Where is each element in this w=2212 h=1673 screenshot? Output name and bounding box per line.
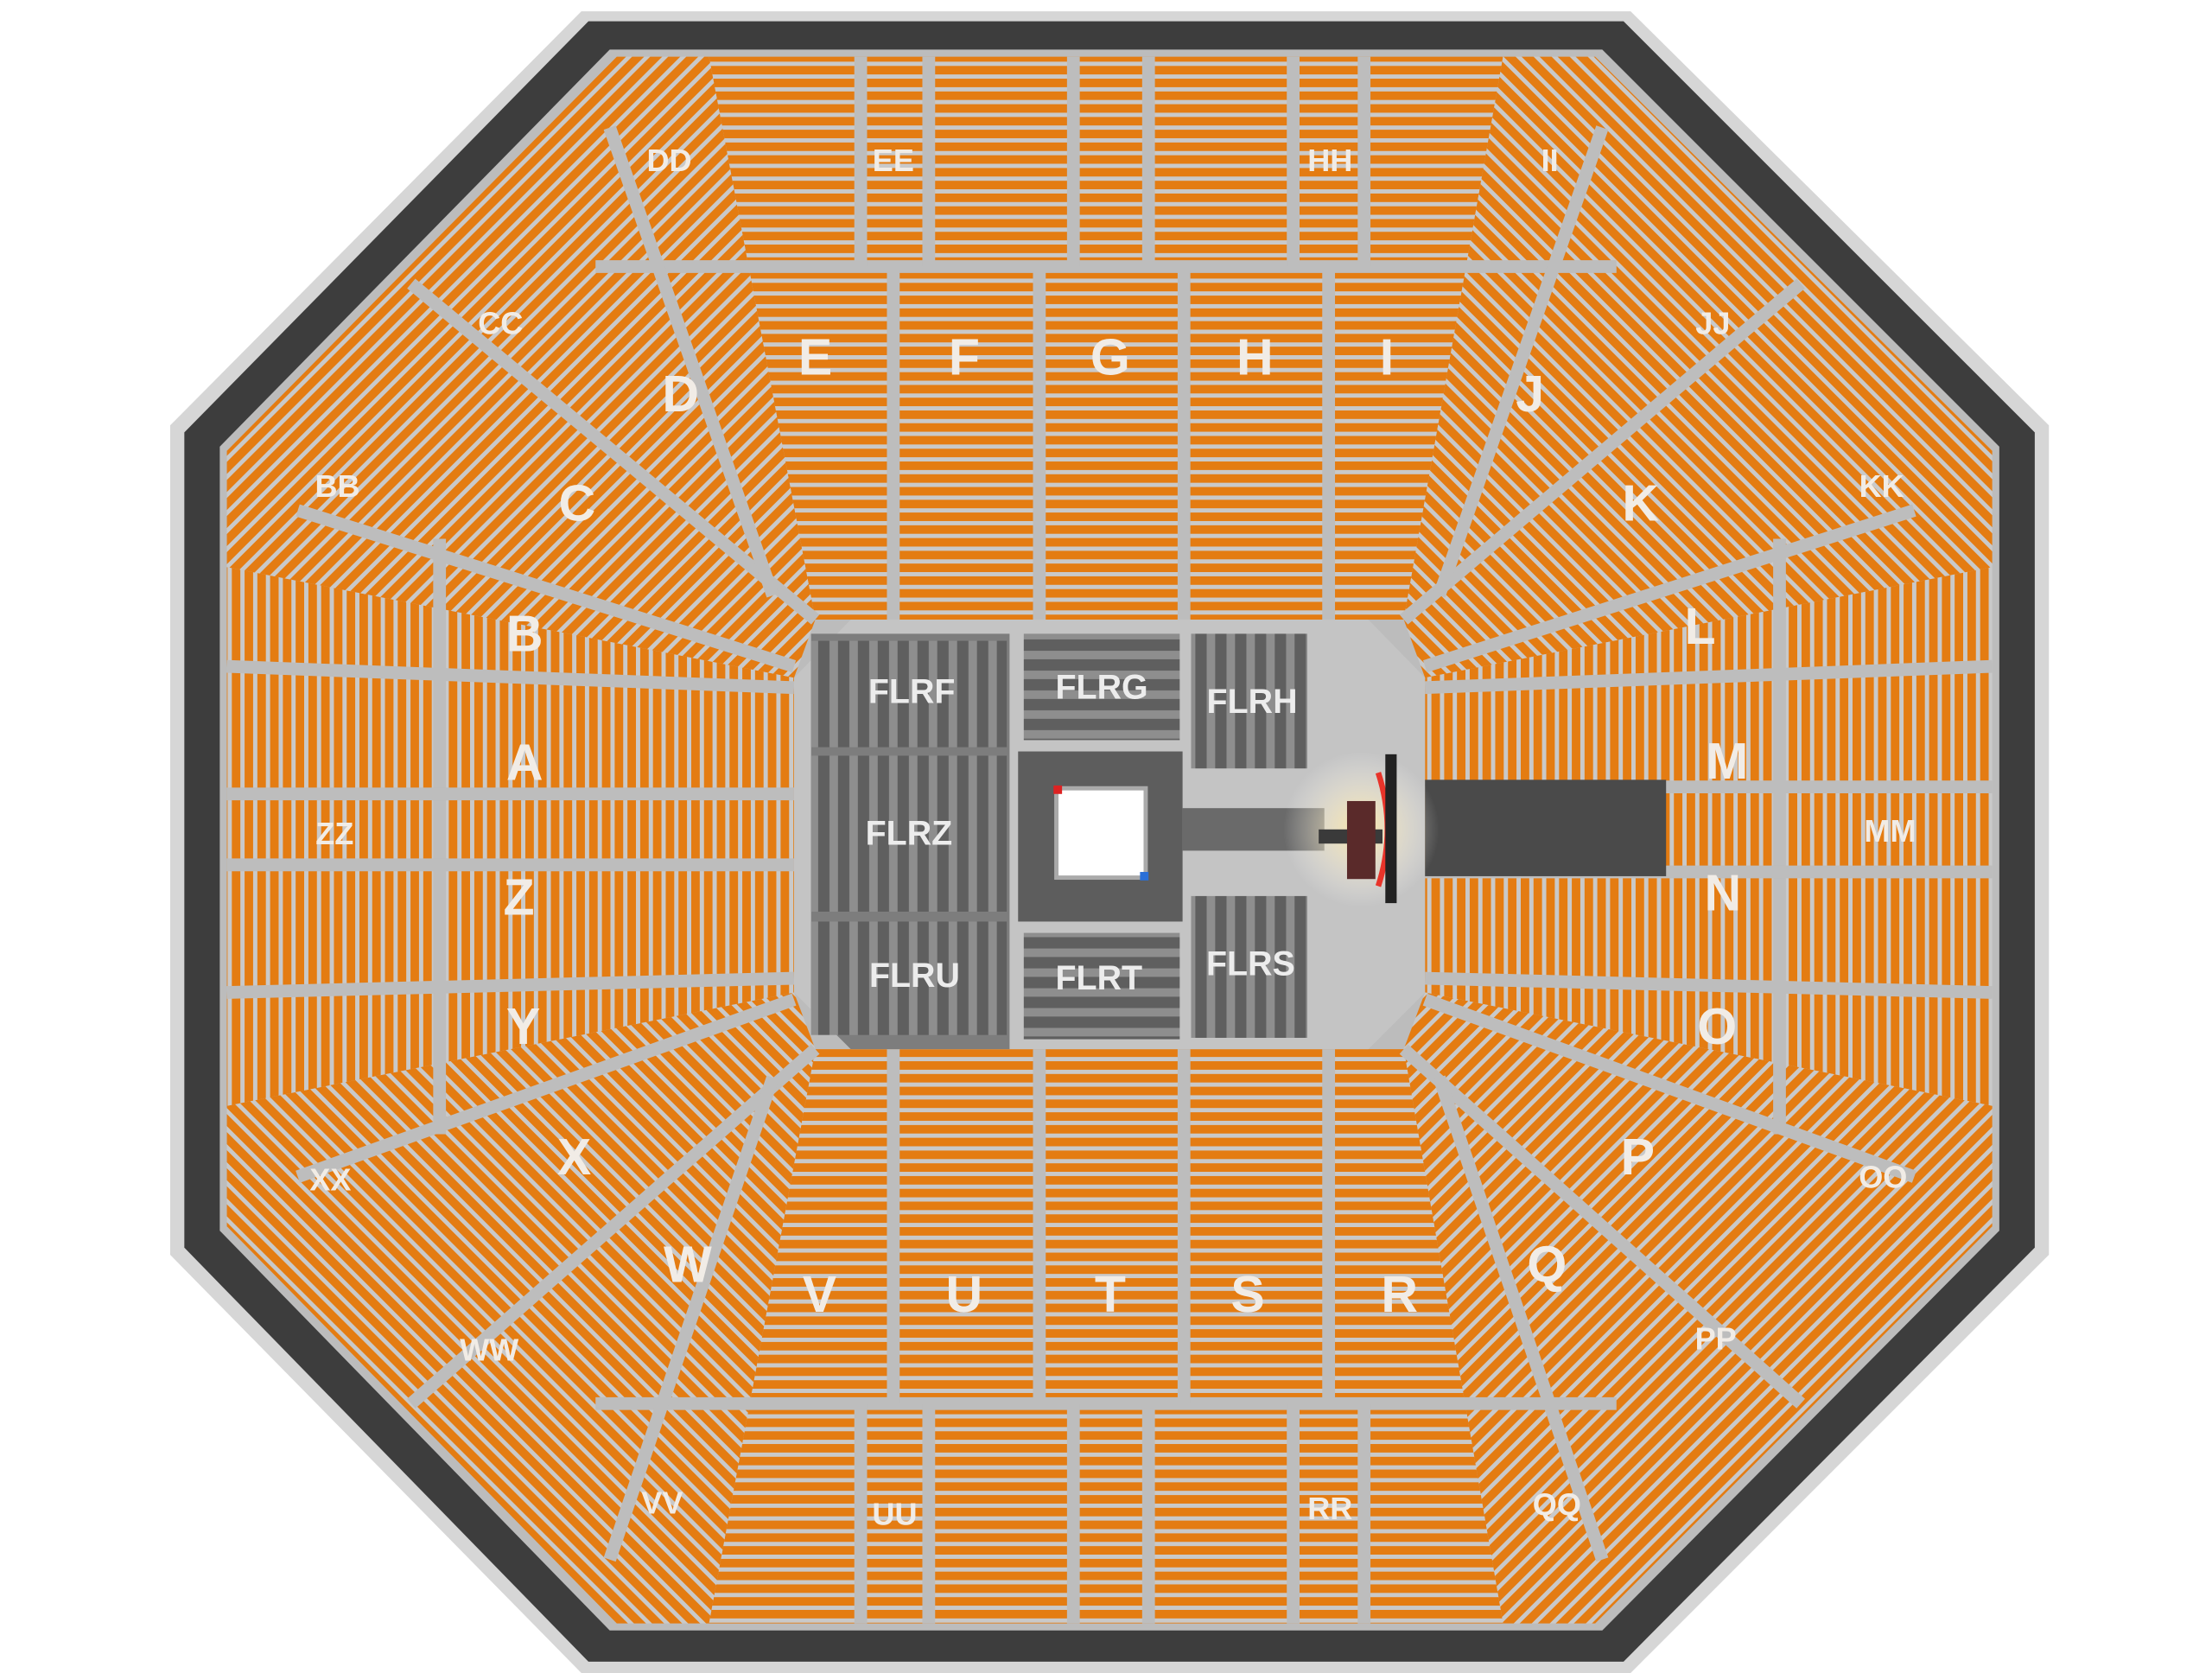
section-label-o[interactable]: O: [1697, 998, 1737, 1055]
section-label-p[interactable]: P: [1621, 1129, 1655, 1186]
red-corner: [1053, 785, 1063, 794]
section-label-rr[interactable]: RR: [1307, 1491, 1352, 1526]
section-label-flrs[interactable]: FLRS: [1206, 945, 1295, 983]
section-label-m[interactable]: M: [1706, 733, 1748, 790]
section-label-bb[interactable]: BB: [315, 468, 360, 504]
section-label-u[interactable]: U: [946, 1266, 983, 1323]
section-label-f[interactable]: F: [949, 328, 980, 385]
section-label-r[interactable]: R: [1381, 1266, 1418, 1323]
section-label-xx[interactable]: XX: [309, 1162, 351, 1198]
section-label-y[interactable]: Y: [506, 998, 540, 1055]
section-label-w[interactable]: W: [664, 1236, 712, 1293]
section-label-flrh[interactable]: FLRH: [1207, 683, 1298, 721]
section-label-jj[interactable]: JJ: [1695, 306, 1730, 341]
wrestling-ring: [1054, 786, 1148, 881]
section-label-kk[interactable]: KK: [1859, 468, 1904, 504]
stage-truss: [1385, 754, 1397, 904]
section-label-j[interactable]: J: [1516, 366, 1544, 423]
section-label-t[interactable]: T: [1095, 1266, 1126, 1323]
floor-section-flrg[interactable]: [1023, 633, 1180, 741]
section-label-qq[interactable]: QQ: [1533, 1486, 1581, 1522]
section-label-v[interactable]: V: [803, 1266, 836, 1323]
entrance-runway: [1425, 779, 1667, 876]
section-label-n[interactable]: N: [1705, 865, 1742, 922]
section-label-c[interactable]: C: [559, 474, 596, 531]
floor-section-flrf[interactable]: [810, 640, 1007, 747]
section-label-z[interactable]: Z: [504, 869, 535, 926]
section-label-dd[interactable]: DD: [647, 143, 692, 178]
section-label-i[interactable]: I: [1380, 328, 1394, 385]
section-label-uu[interactable]: UU: [872, 1497, 917, 1532]
floor-section-flru[interactable]: [810, 921, 1007, 1035]
section-label-flrt[interactable]: FLRT: [1055, 959, 1142, 997]
section-label-mm[interactable]: MM: [1864, 813, 1916, 849]
stage: [1346, 800, 1376, 880]
section-label-a[interactable]: A: [506, 735, 543, 792]
section-label-ii[interactable]: II: [1541, 143, 1559, 178]
section-label-x[interactable]: X: [557, 1129, 591, 1186]
section-label-k[interactable]: K: [1622, 474, 1659, 531]
section-label-hh[interactable]: HH: [1307, 143, 1352, 178]
floor-section-flrz[interactable]: [810, 755, 1007, 912]
section-label-oo[interactable]: OO: [1859, 1159, 1907, 1194]
section-label-flrz[interactable]: FLRZ: [866, 815, 953, 853]
section-label-zz[interactable]: ZZ: [315, 816, 353, 851]
section-label-e[interactable]: E: [798, 328, 832, 385]
aisles: [226, 56, 1993, 1624]
section-label-s[interactable]: S: [1230, 1266, 1264, 1323]
section-label-g[interactable]: G: [1090, 328, 1130, 385]
arena-floor: [793, 619, 1667, 1050]
section-label-l[interactable]: L: [1685, 598, 1716, 655]
section-label-flrf[interactable]: FLRF: [868, 673, 956, 711]
floor-section-flrh[interactable]: [1191, 633, 1308, 769]
blue-corner: [1140, 872, 1149, 881]
section-label-ee[interactable]: EE: [873, 143, 914, 178]
section-label-cc[interactable]: CC: [478, 306, 523, 341]
section-label-vv[interactable]: VV: [641, 1485, 683, 1521]
section-label-q[interactable]: Q: [1527, 1236, 1567, 1293]
floor-section-flrs[interactable]: [1191, 895, 1308, 1038]
section-label-d[interactable]: D: [662, 366, 699, 423]
section-label-b[interactable]: B: [506, 605, 543, 662]
section-label-h[interactable]: H: [1236, 328, 1274, 385]
floor-section-flrt[interactable]: [1023, 932, 1180, 1040]
section-label-flru[interactable]: FLRU: [869, 957, 960, 995]
section-label-flrg[interactable]: FLRG: [1055, 669, 1147, 707]
section-label-ww[interactable]: WW: [460, 1332, 519, 1367]
section-label-pp[interactable]: PP: [1695, 1320, 1737, 1356]
